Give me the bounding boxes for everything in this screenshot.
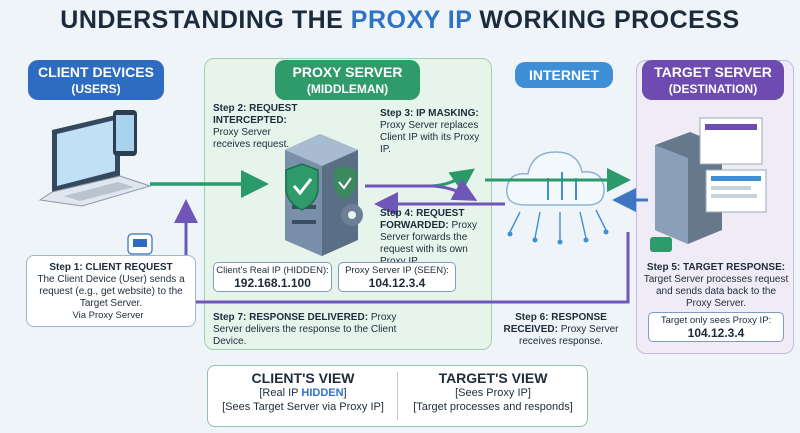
internet-header: INTERNET <box>515 62 613 88</box>
forward-arrow <box>365 168 475 193</box>
proxy-server-header: PROXY SERVER(MIDDLEMAN) <box>275 60 420 100</box>
page-title: UNDERSTANDING THE PROXY IP WORKING PROCE… <box>60 6 740 34</box>
target-server-icon <box>655 117 767 244</box>
client-request-icon <box>127 233 153 255</box>
step3-text: Step 3: IP MASKING: Proxy Server replace… <box>380 108 480 155</box>
target-server-header: TARGET SERVER(DESTINATION) <box>642 60 784 100</box>
client-view: CLIENT'S VIEW [Real IP HIDDEN] [Sees Tar… <box>222 370 384 413</box>
cloud-icon <box>506 151 609 245</box>
response-loop-arrow <box>174 199 630 304</box>
step4-text: Step 4: REQUEST FORWARDED: Proxy Server … <box>380 208 478 267</box>
step5-text: Step 5: TARGET RESPONSE: Target Server p… <box>643 262 789 309</box>
gear-icon <box>341 204 363 226</box>
forward-arrow-alt <box>365 178 478 201</box>
shield-icon <box>334 166 356 199</box>
target-sees-pill: Target only sees Proxy IP: 104.12.3.4 <box>648 312 784 342</box>
real-ip-pill: Client's Real IP (HIDDEN): 192.168.1.100 <box>213 262 332 292</box>
proxy-ip-pill: Proxy Server IP (SEEN): 104.12.3.4 <box>338 262 456 292</box>
step2-text: Step 2: REQUEST INTERCEPTED: Proxy Serve… <box>213 103 298 150</box>
via-proxy-label: Via Proxy Server <box>72 310 144 321</box>
target-view: TARGET'S VIEW [Sees Proxy IP] [Target pr… <box>413 370 573 413</box>
views-divider <box>397 372 398 420</box>
chat-bubble-icon <box>650 237 672 252</box>
client-devices-header: CLIENT DEVICES(USERS) <box>28 60 164 100</box>
shield-icon <box>285 163 319 211</box>
step7-text: Step 7: RESPONSE DELIVERED: Proxy Server… <box>213 312 397 347</box>
step6-text: Step 6: RESPONSE RECEIVED: Proxy Server … <box>503 312 619 347</box>
laptop-icon <box>38 114 152 207</box>
phone-icon <box>113 110 137 156</box>
step1-box <box>26 255 196 327</box>
